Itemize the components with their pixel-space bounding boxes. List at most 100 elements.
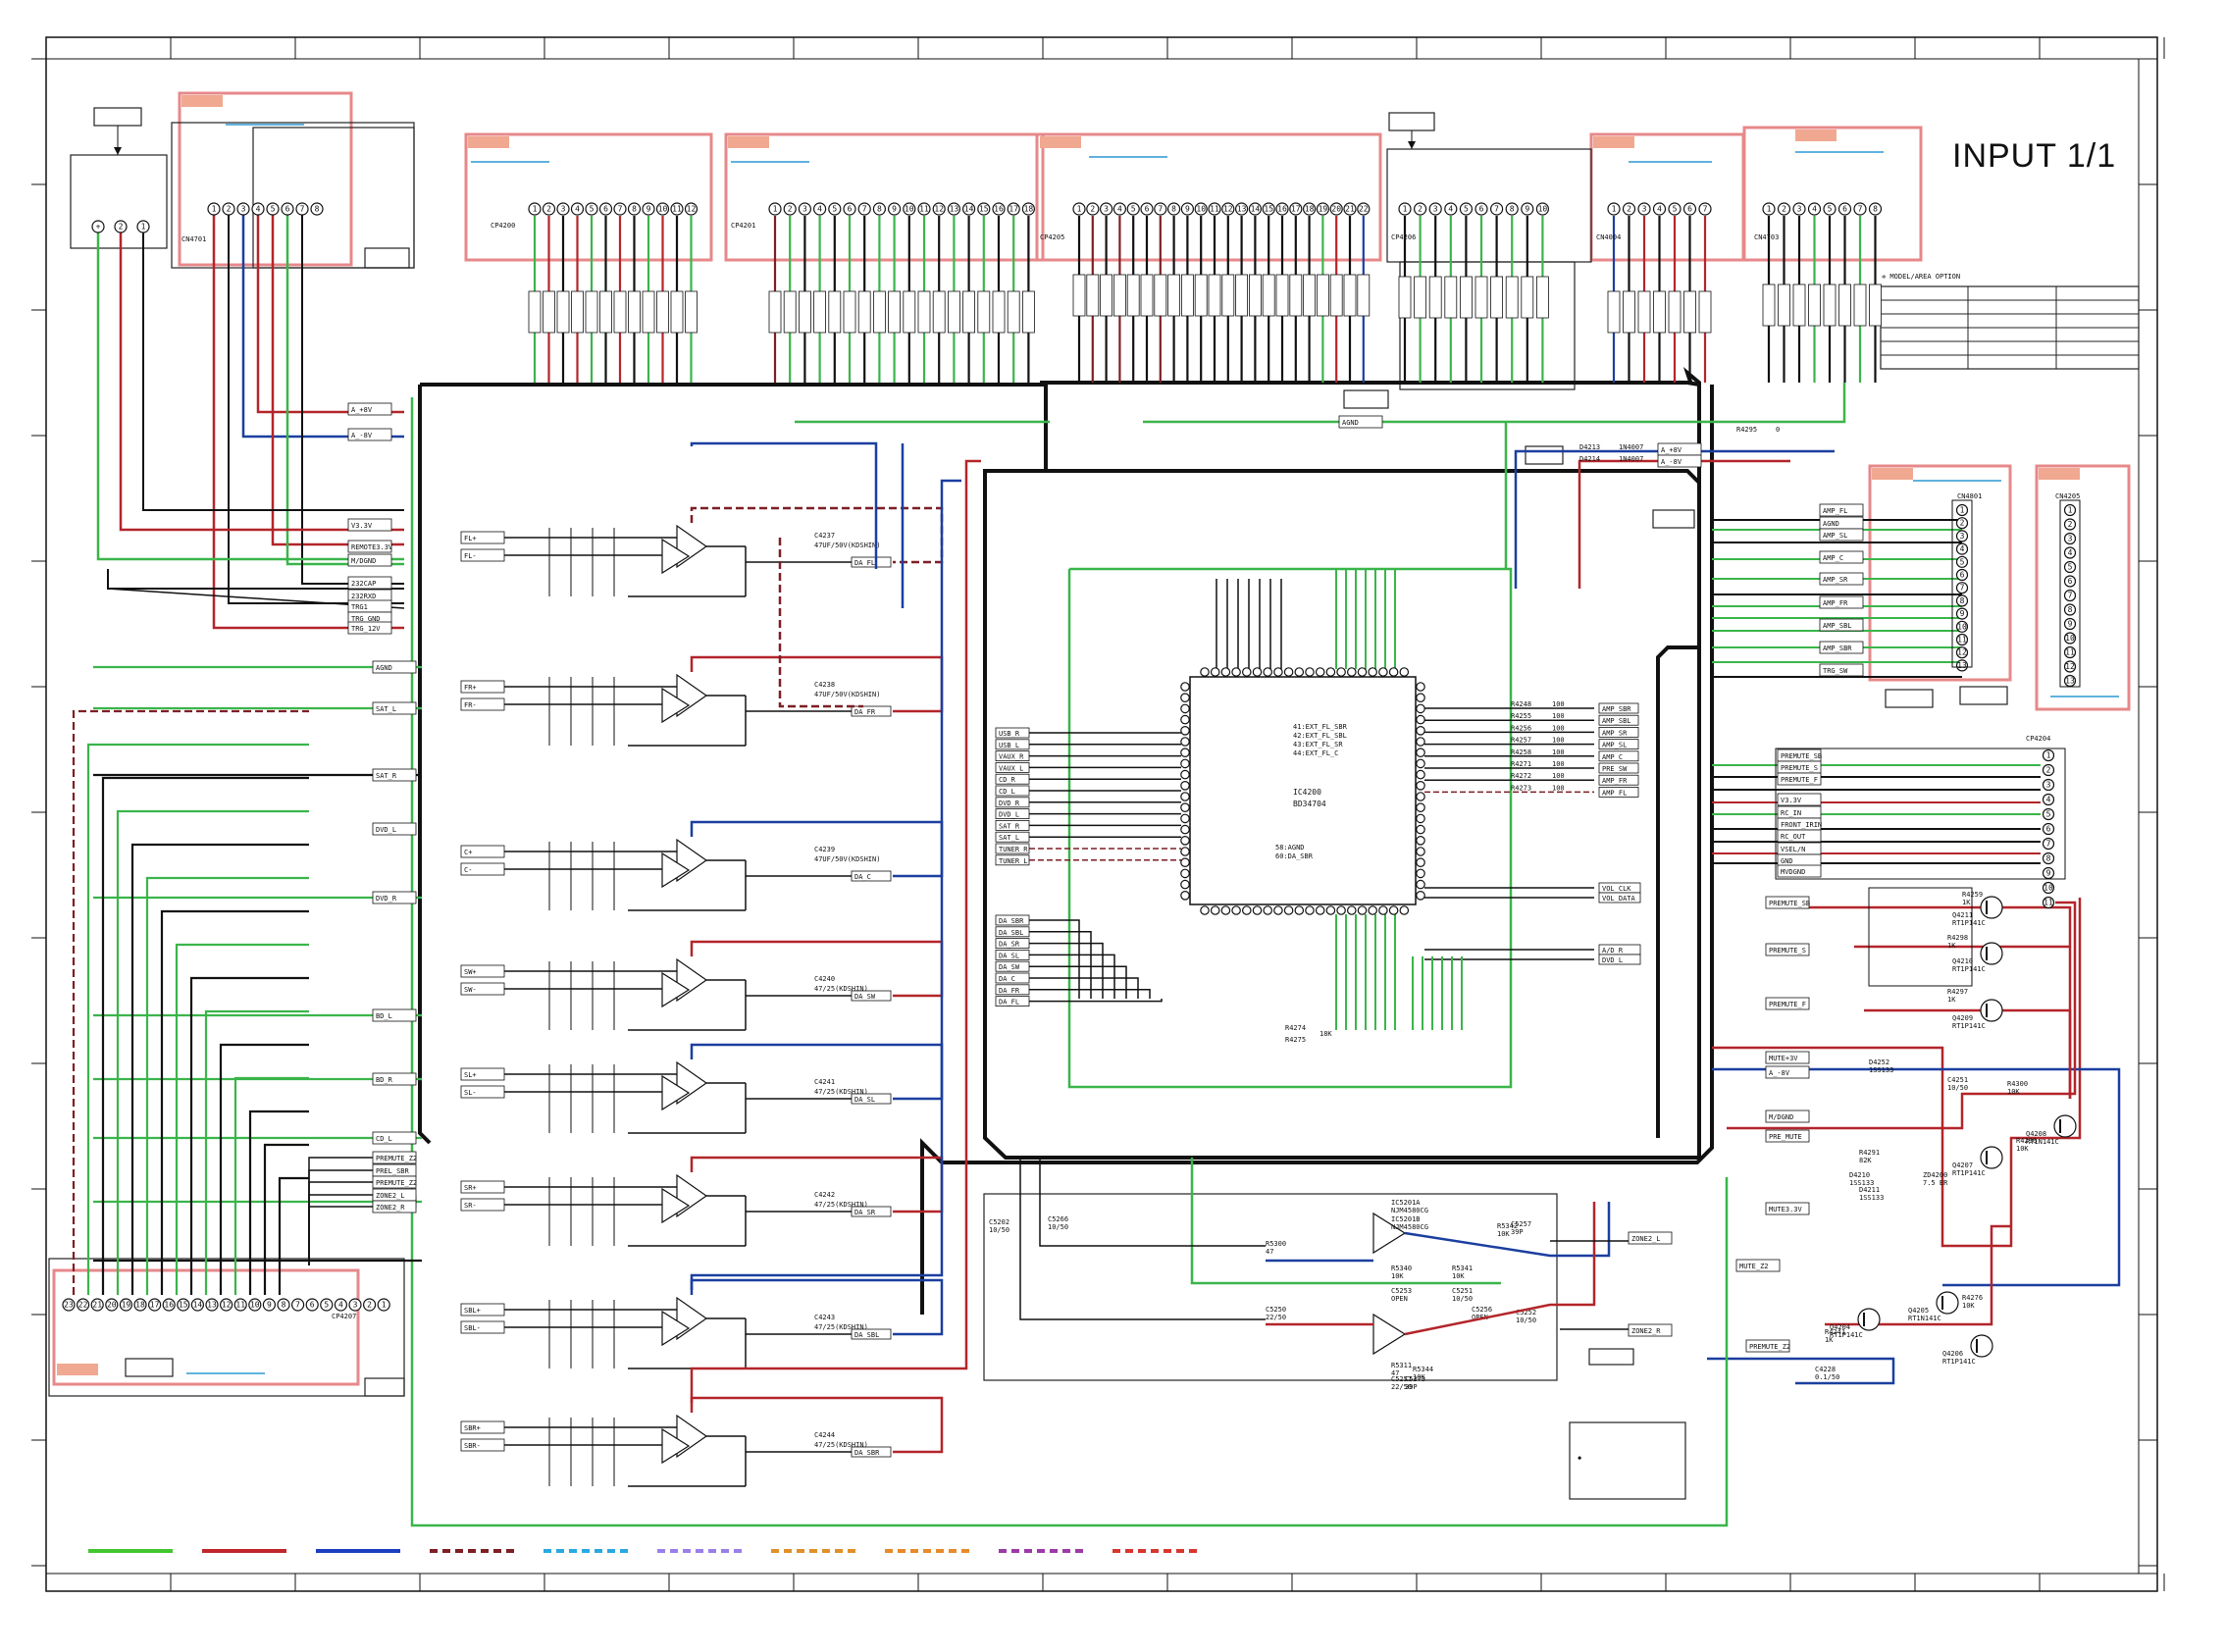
connector-pin bbox=[2063, 632, 2077, 645]
cp4200-drops bbox=[528, 216, 698, 383]
connector-pin bbox=[887, 202, 902, 216]
ic-pin bbox=[1180, 737, 1190, 747]
premute-net: ZONE2_L bbox=[376, 1192, 405, 1200]
right-amp-net: TRG_SW bbox=[1823, 667, 1848, 675]
wire-label-box bbox=[1235, 274, 1248, 317]
connector-pin bbox=[133, 1298, 147, 1312]
wire-label-box bbox=[1460, 276, 1473, 319]
left-net: AGND bbox=[376, 664, 392, 672]
pin-number: 13 bbox=[2065, 677, 2075, 686]
opamp-symbol bbox=[661, 538, 691, 575]
ic-pin bbox=[1416, 714, 1425, 725]
da-net-label: DA_SBR bbox=[854, 1449, 880, 1457]
connector-pin bbox=[1086, 202, 1100, 216]
cap-value: 47/25(KDSHIN) bbox=[814, 1441, 868, 1449]
connector-pin bbox=[1489, 202, 1504, 216]
ic-pin bbox=[1180, 725, 1190, 736]
ic-pin bbox=[1180, 835, 1190, 846]
pin-number: 1 bbox=[1960, 506, 1965, 515]
opamp-in-minus: FL- bbox=[464, 552, 477, 560]
ic-pin bbox=[1368, 667, 1377, 677]
ic-pin bbox=[1180, 879, 1190, 890]
ic-pin bbox=[1357, 667, 1368, 677]
wire-label-box bbox=[992, 290, 1006, 334]
pin-number: 2 bbox=[788, 205, 793, 214]
connector-pin bbox=[2042, 881, 2055, 895]
wire bbox=[101, 776, 309, 1295]
pin-number: 3 bbox=[353, 1301, 358, 1310]
ic-input-label: DVD_R bbox=[999, 800, 1020, 807]
wire-label-box bbox=[1698, 290, 1712, 334]
opamp-in-plus: SW+ bbox=[464, 968, 477, 976]
ic-input-label: CD_L bbox=[999, 788, 1015, 796]
ic-pin bbox=[1180, 769, 1190, 780]
misc-label: 1N4007 bbox=[1619, 443, 1643, 451]
pin-number: 5 bbox=[832, 205, 837, 214]
transistor-symbol bbox=[1980, 942, 2003, 965]
opamp-in-plus: FR+ bbox=[464, 684, 477, 692]
pin-number: 5 bbox=[1464, 205, 1469, 214]
resistor-value: 100 bbox=[1552, 712, 1565, 720]
pin-number: 3 bbox=[1433, 205, 1438, 214]
pin-number: 8 bbox=[2046, 854, 2051, 863]
wire-label-box bbox=[1668, 290, 1682, 334]
pin-number: 8 bbox=[877, 205, 882, 214]
pin-number: 17 bbox=[150, 1301, 160, 1310]
mute-net-box bbox=[1765, 1110, 1810, 1123]
ic-inner-5: 58:AGND bbox=[1275, 844, 1305, 852]
ic-pin bbox=[1252, 667, 1263, 677]
connector-pin bbox=[220, 1298, 233, 1312]
ic-output-flag bbox=[995, 938, 1030, 949]
opamp-symbol bbox=[661, 1187, 691, 1224]
ic-pin bbox=[1378, 667, 1388, 677]
wire-label-box bbox=[1275, 274, 1289, 317]
connector-pin bbox=[570, 202, 585, 216]
connector-pin bbox=[1248, 202, 1263, 216]
pin-number: 1 bbox=[773, 205, 778, 214]
pin-number: 5 bbox=[2046, 810, 2051, 819]
pin-number: 10 bbox=[250, 1301, 260, 1310]
cap-ref: C4237 bbox=[814, 532, 835, 540]
ic-output-label: DA_SW bbox=[999, 963, 1020, 971]
amp-flag bbox=[1598, 739, 1639, 749]
wire-label-box bbox=[1140, 274, 1154, 317]
wire-label-box bbox=[685, 290, 698, 334]
mute-part-ref: R4296 bbox=[2016, 1137, 2037, 1145]
da-net-label: DA_FL bbox=[854, 559, 875, 567]
amp-flag bbox=[1598, 774, 1639, 786]
wire-label-box bbox=[783, 290, 797, 334]
pin-number: 7 bbox=[2068, 592, 2073, 600]
zone2-part-ref: R5344 bbox=[1413, 1366, 1433, 1373]
right-cp4204-net: MVDGND bbox=[1781, 868, 1805, 876]
misc-label: D4214 bbox=[1579, 455, 1600, 463]
connector-pin bbox=[1007, 202, 1020, 216]
connector-pin bbox=[655, 202, 670, 216]
pin-number: 2 bbox=[1418, 205, 1423, 214]
connector-pin bbox=[2042, 749, 2055, 762]
connector-pin bbox=[598, 202, 613, 216]
right-cp4204-net-box bbox=[1777, 793, 1822, 806]
pin-number: 12 bbox=[1957, 648, 1967, 657]
connector-pin bbox=[1021, 202, 1036, 216]
connector-pin bbox=[1126, 202, 1140, 216]
connector-pin bbox=[1428, 202, 1442, 216]
wire-label-box bbox=[1289, 274, 1303, 317]
ic-input-flag bbox=[995, 797, 1030, 808]
wire-label-box bbox=[1521, 276, 1534, 319]
pin-number: 5 bbox=[590, 205, 595, 214]
wire-label-box bbox=[1167, 274, 1180, 317]
connector-pin bbox=[295, 202, 309, 216]
opamp-in-plus: SBL+ bbox=[464, 1307, 481, 1315]
amp-flag bbox=[1598, 787, 1639, 798]
amp-net-label: AMP_SR bbox=[1602, 729, 1628, 737]
pin-number: 2 bbox=[227, 205, 232, 214]
wire-label-box bbox=[1398, 276, 1412, 319]
zone2-part-ref: R5342 bbox=[1497, 1222, 1518, 1230]
pin-number: 7 bbox=[1858, 205, 1863, 214]
opamp-in-minus: SBL- bbox=[464, 1324, 481, 1332]
left-top-net-box bbox=[347, 428, 392, 441]
premute-net: PREL_SBR bbox=[376, 1167, 410, 1175]
left-net: SAT_R bbox=[376, 772, 397, 780]
connector-pin bbox=[2042, 807, 2055, 821]
